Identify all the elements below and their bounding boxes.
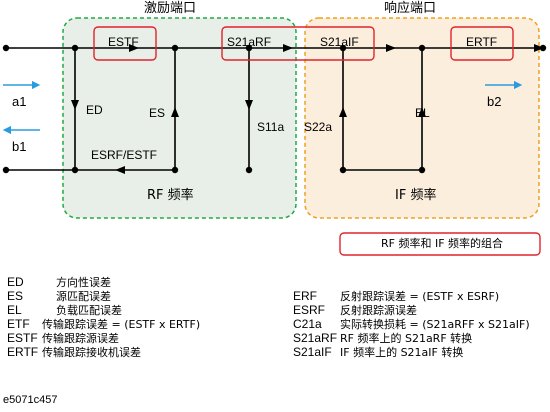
legend-term: C21a	[293, 317, 322, 331]
term-s22a: S22a	[304, 120, 333, 134]
port-b1: b1	[12, 139, 27, 154]
excitation-port-title: 激励端口	[144, 1, 197, 16]
legend-desc: 实际转换损耗 = (S21aRFF x S21aIF)	[340, 318, 530, 331]
term-esrf-estf: ESRF/ESTF	[91, 148, 158, 162]
legend-term: S21aRF	[293, 331, 338, 345]
term-es: ES	[149, 106, 166, 120]
legend-term: ETF	[7, 317, 30, 331]
term-estf: ESTF	[108, 35, 139, 49]
term-s11a: S11a	[257, 120, 285, 134]
legend-term: ERTF	[7, 345, 39, 359]
port-b2: b2	[487, 94, 502, 109]
legend-desc: 传输跟踪误差 = (ESTF x ERTF)	[42, 318, 201, 331]
term-el: EL	[415, 106, 430, 120]
port-arrows	[2, 80, 523, 135]
legend-desc: RF 频率上的 S21aRF 转换	[340, 332, 473, 345]
legend-term: EL	[7, 303, 22, 317]
rf-frequency-label: RF 频率	[147, 188, 194, 203]
legend-desc: 负载匹配误差	[56, 304, 122, 317]
legend-term: S21aIF	[293, 345, 332, 359]
legend-term: ED	[7, 275, 24, 289]
response-port-title: 响应端口	[384, 1, 437, 16]
highlight-boxes	[93, 26, 541, 256]
term-ed: ED	[86, 103, 103, 117]
graph-nodes	[2, 44, 547, 174]
legend-desc: IF 频率上的 S21aIF 转换	[340, 346, 464, 359]
legend-desc: 反射跟踪误差 = (ESTF x ESRF)	[340, 290, 500, 303]
term-s21arf: S21aRF	[227, 35, 272, 49]
term-s21aif: S21aIF	[320, 35, 359, 49]
legend-term: ESRF	[293, 303, 326, 317]
legend-desc: 源匹配误差	[56, 290, 111, 303]
if-frequency-label: IF 频率	[395, 188, 437, 203]
flow-arrows	[71, 44, 544, 174]
term-ertf: ERTF	[466, 35, 498, 49]
combo-note: RF 频率和 IF 频率的组合	[381, 237, 504, 250]
port-a1: a1	[12, 94, 27, 109]
legend-term: ES	[7, 289, 24, 303]
legend-term: ESTF	[7, 331, 38, 345]
legend-desc: 传输跟踪接收机误差	[42, 346, 141, 359]
figure-id: e5071c457	[3, 394, 58, 406]
legend-desc: 反射跟踪源误差	[340, 304, 417, 317]
legend-desc: 方向性误差	[56, 276, 111, 289]
legend-term: ERF	[293, 289, 317, 303]
legend-desc: 传输跟踪源误差	[42, 332, 119, 345]
